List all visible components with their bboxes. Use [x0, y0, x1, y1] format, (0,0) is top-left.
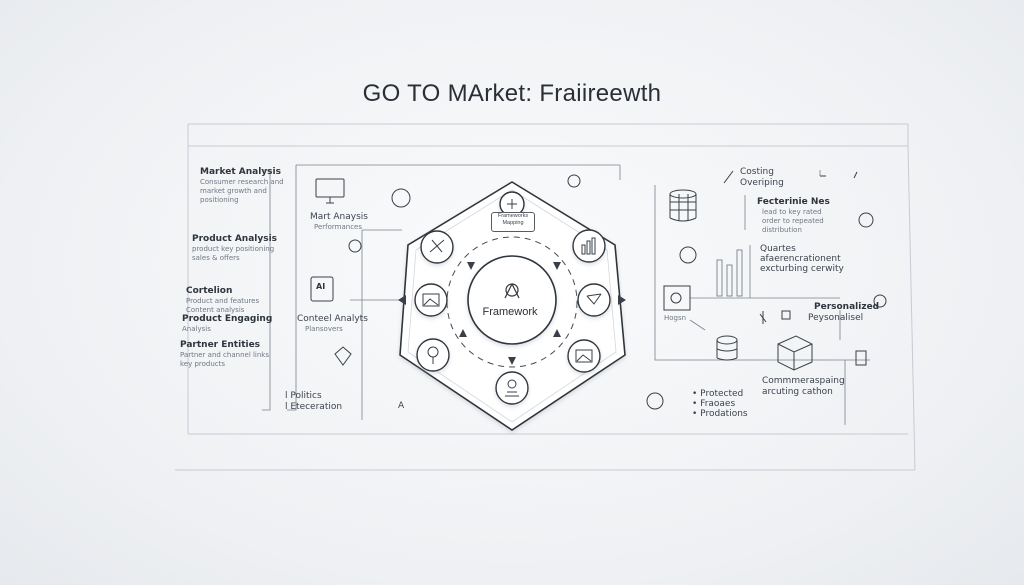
customer-heading: Cortelion [186, 286, 233, 296]
center-label: Framework [482, 306, 538, 318]
settings-small-icon [646, 392, 664, 410]
monitor-icon [315, 178, 345, 198]
product-analysis-line-1: product key positioning [192, 245, 275, 253]
quarter-line-2: afaerencrationent [760, 254, 841, 264]
ai-icon-label: AI [316, 282, 326, 291]
market-analysis-heading: Market Analysis [200, 167, 281, 177]
protected-item-1: • Protected [692, 389, 744, 399]
market-analysis-line-1: Consumer research and [200, 178, 284, 186]
policies-item-2: l Eteceration [285, 402, 343, 412]
mart-analysis-sub: Performances [314, 223, 363, 231]
feature-line-2: order to repeated [762, 217, 824, 225]
image-icon [422, 293, 440, 307]
shield-icon [334, 346, 352, 366]
page-title: GO TO MArket: Fraiireewth [362, 80, 662, 107]
product-analysis-heading: Product Analysis [192, 234, 278, 244]
center-node [467, 255, 557, 345]
alert-icon [873, 294, 887, 308]
partner-line-1: Partner and channel links [180, 351, 270, 359]
feature-line-3: distribution [762, 226, 802, 234]
board-frame [175, 123, 916, 471]
partner-line-2: key products [180, 360, 226, 368]
bar-graph-icon [581, 237, 596, 255]
protected-item-2: • Fraoaes [692, 399, 736, 409]
chat-icon [391, 188, 411, 208]
person-icon [507, 379, 517, 389]
protected-item-3: • Prodations [692, 409, 748, 419]
personalized-line-2: Peysonalisel [808, 313, 864, 323]
feature-heading: Fecterinie Nes [757, 197, 830, 207]
feature-line-1: lead to key rated [762, 208, 822, 216]
square-icon [781, 310, 791, 320]
costing-line-1: Costing [740, 167, 774, 177]
database-stack-icon [669, 189, 697, 199]
compass-icon [504, 283, 520, 299]
pen-icon [723, 170, 734, 184]
customer-line-1: Product and features [186, 297, 260, 305]
channel-heading: Conteel Analyts [297, 314, 368, 324]
partner-heading: Partner Entities [180, 340, 261, 350]
market-analysis-line-2: market growth and [200, 187, 267, 195]
ai-icon [310, 276, 334, 302]
customer-line-2: Content analysis [186, 306, 245, 314]
wrench-icon [759, 311, 767, 324]
search-box-icon [663, 285, 691, 311]
bar-chart-icon [716, 249, 743, 297]
quarter-line-3: excturbing cerwity [760, 264, 844, 274]
target-icon [567, 174, 581, 188]
gear-icon [507, 199, 517, 209]
product-analysis-line-2: sales & offers [192, 254, 240, 262]
policies-item-1: l Politics [285, 391, 322, 401]
tools-icon [429, 239, 445, 253]
box-icon [777, 335, 813, 371]
left-connectors [262, 164, 620, 420]
left-icons [310, 174, 581, 366]
mart-analysis-heading: Mart Anaysis [310, 212, 368, 222]
node-icons [422, 199, 602, 397]
quarter-line-1: Quartes [760, 244, 796, 254]
coin-icon [348, 239, 362, 253]
communicating-line-2: arcuting cathon [762, 387, 833, 397]
channel-sub: Plansovers [305, 325, 343, 333]
letter-a-icon: A [398, 401, 405, 411]
network-icon [586, 293, 602, 305]
communicating-line-1: Commmeraspaing [762, 376, 845, 386]
product-engaging-line-1: Analysis [182, 325, 211, 333]
market-analysis-line-3: positioning [200, 196, 239, 204]
product-engaging-heading: Product Engaging [182, 314, 273, 324]
orbit-arrows [398, 223, 626, 365]
costing-line-2: Overiping [740, 178, 784, 188]
personalized-line-1: Personalized [814, 302, 880, 312]
database-icon [716, 335, 738, 345]
question-icon [858, 212, 874, 228]
hogs-label: Hogsn [664, 314, 687, 322]
frameworks-badge: Frameworks Mapping [491, 212, 535, 232]
dollar-icon [679, 246, 697, 264]
right-connectors [619, 165, 870, 425]
right-icons [646, 170, 887, 410]
arrow-icon [820, 171, 858, 179]
battery-icon [855, 350, 867, 366]
photo-icon [575, 349, 593, 363]
